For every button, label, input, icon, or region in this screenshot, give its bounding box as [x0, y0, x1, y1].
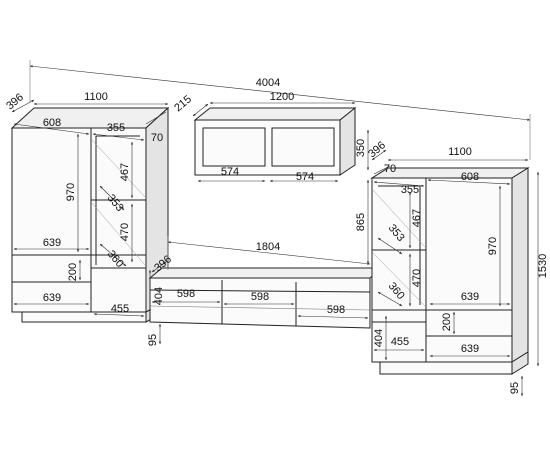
dim-left-shelf-h1: 467 [119, 163, 131, 181]
dim-right-drawer-w: 639 [461, 343, 479, 355]
dim-tv-drawer-2: 598 [251, 291, 269, 303]
dim-left-height: 970 [65, 183, 77, 201]
dim-tv-drawer-3: 598 [327, 304, 345, 316]
dim-wall-comp-1: 574 [221, 166, 239, 178]
dim-total-width: 4004 [256, 77, 280, 89]
wall-shelf [193, 106, 357, 176]
dim-left-inner-w: 639 [43, 237, 61, 249]
dim-left-drawer-h: 200 [67, 263, 79, 281]
dim-tv-width: 1804 [256, 241, 280, 253]
dim-right-total-h: 1530 [537, 254, 549, 278]
dim-wall-width: 1200 [270, 91, 294, 103]
dim-right-base-h: 404 [373, 329, 385, 347]
dim-tv-drawer-1: 598 [177, 288, 195, 300]
dim-tv-height: 865 [355, 213, 367, 231]
dim-left-base-h: 404 [153, 287, 165, 305]
dim-left-shelf-width: 355 [107, 122, 125, 134]
dim-left-side-depth: 70 [151, 132, 163, 144]
dim-left-shelf-h2: 470 [119, 223, 131, 241]
dim-wall-depth: 215 [172, 93, 194, 114]
dim-left-drawer-w: 639 [43, 292, 61, 304]
dim-right-base-w: 455 [391, 336, 409, 348]
left-tall-cabinet [10, 106, 170, 323]
dim-right-inner-w: 639 [461, 291, 479, 303]
dim-right-width: 1100 [448, 146, 472, 158]
dim-right-door-width: 608 [461, 171, 479, 183]
dim-left-foot-h: 95 [147, 334, 159, 346]
dim-right-drawer-h: 200 [441, 313, 453, 331]
dim-right-shelf-h1: 467 [411, 209, 423, 227]
dim-left-base-w: 455 [111, 303, 129, 315]
dim-left-door-width: 608 [43, 117, 61, 129]
dim-left-depth: 396 [4, 91, 26, 112]
dimension-lines [11, 60, 540, 397]
dim-wall-comp-2: 574 [296, 171, 314, 183]
dim-right-shelf-width: 355 [401, 184, 419, 196]
dim-right-depth: 396 [366, 139, 388, 160]
dim-right-foot-h: 95 [509, 382, 521, 394]
dim-right-shelf-h2: 470 [411, 269, 423, 287]
dim-right-height: 970 [487, 237, 499, 255]
dim-right-side-depth: 70 [384, 163, 396, 175]
dim-wall-height: 350 [355, 139, 367, 157]
right-tall-cabinet [370, 167, 530, 375]
dim-left-width: 1100 [84, 91, 108, 103]
